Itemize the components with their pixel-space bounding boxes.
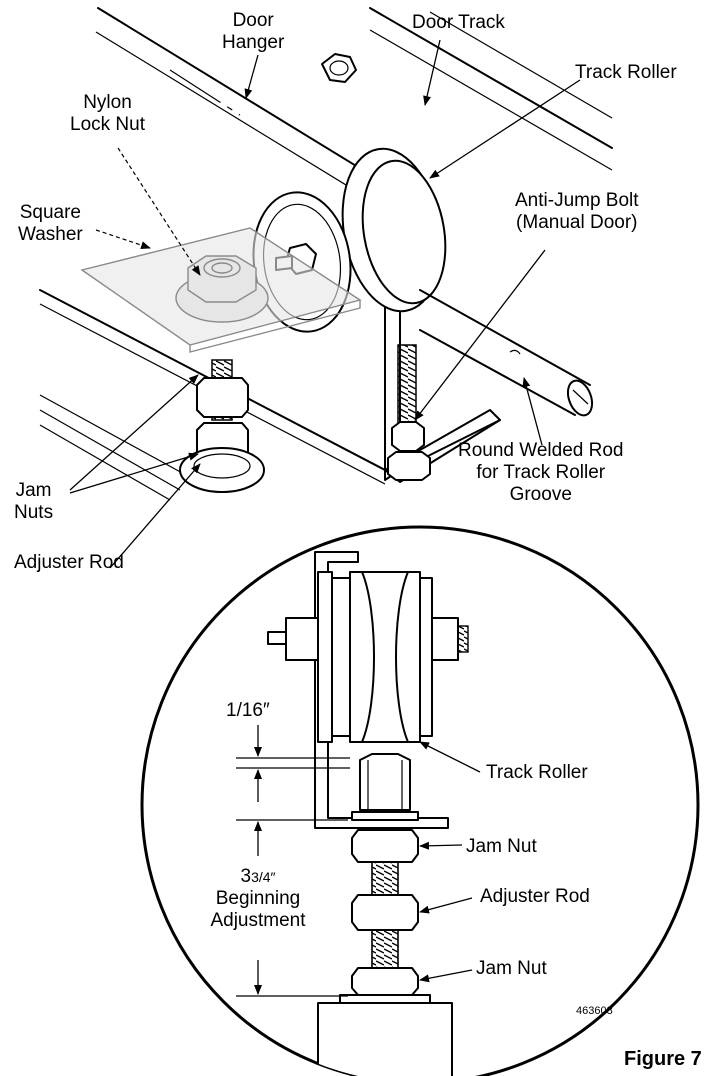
label-adjuster-rod-detail: Adjuster Rod xyxy=(480,886,590,907)
label-track-roller-detail: Track Roller xyxy=(486,762,588,783)
door-track-rail-far xyxy=(429,11,613,119)
detail-view xyxy=(267,551,469,1076)
label-door-hanger: Door Hanger xyxy=(222,10,285,53)
label-jam-nut-lower: Jam Nut xyxy=(476,958,547,979)
label-part-number: 463608 xyxy=(576,1005,613,1017)
detail-axle-icon xyxy=(267,617,469,661)
floor-guide-line-3 xyxy=(39,424,171,501)
floor-guide-line-1 xyxy=(39,394,196,481)
label-track-roller-top: Track Roller xyxy=(575,62,677,83)
detail-track-roller-icon xyxy=(317,571,433,743)
detail-coupling-nut xyxy=(351,894,419,931)
label-jam-nut-upper: Jam Nut xyxy=(466,836,537,857)
detail-hanger-bracket xyxy=(314,551,449,829)
label-adjuster-rod-top: Adjuster Rod xyxy=(14,552,124,573)
label-jam-nuts: Jam Nuts xyxy=(14,480,54,523)
detail-circle xyxy=(140,525,700,1076)
perspective-view xyxy=(39,7,613,501)
floor-guide-line-2 xyxy=(39,409,181,491)
label-square-washer: Square Washer xyxy=(18,202,83,245)
door-hanger-centerline xyxy=(169,69,241,116)
dim-adjust-caption: Beginning Adjustment xyxy=(210,888,306,931)
detail-base-washer xyxy=(339,994,431,1004)
detail-bolt-head-icon xyxy=(351,753,419,821)
label-nylon-lock-nut: Nylon Lock Nut xyxy=(70,92,145,135)
adjuster-rod-stack-icon xyxy=(179,359,265,493)
track-bolt-icon xyxy=(321,53,357,83)
label-dim-gap: 1/16″ xyxy=(226,700,270,721)
detail-base-block xyxy=(317,1002,453,1076)
detail-jam-nut-lower xyxy=(351,967,419,996)
anti-jump-bolt-icon xyxy=(387,344,431,481)
label-anti-jump-bolt: Anti-Jump Bolt (Manual Door) xyxy=(515,190,639,233)
detail-jam-nut-upper xyxy=(351,829,419,863)
label-round-welded-rod: Round Welded Rod for Track Roller Groove xyxy=(458,440,624,505)
door-track-rail-upper xyxy=(369,7,613,149)
nylon-lock-nut-icon xyxy=(175,255,269,323)
round-welded-rod-icon xyxy=(419,289,594,417)
door-track-rail-inner xyxy=(369,29,613,171)
label-dim-adjust: 33/4″ Beginning Adjustment xyxy=(196,866,320,932)
figure-caption: Figure 7 xyxy=(624,1048,702,1070)
leader-lines-detail xyxy=(419,741,481,983)
dim-adjust-fraction: 3/4″ xyxy=(251,869,276,885)
dim-adjust-value: 3 xyxy=(240,866,252,887)
label-door-track: Door Track xyxy=(412,12,505,33)
leader-lines-top xyxy=(69,39,581,569)
dimension-lines xyxy=(236,725,350,997)
